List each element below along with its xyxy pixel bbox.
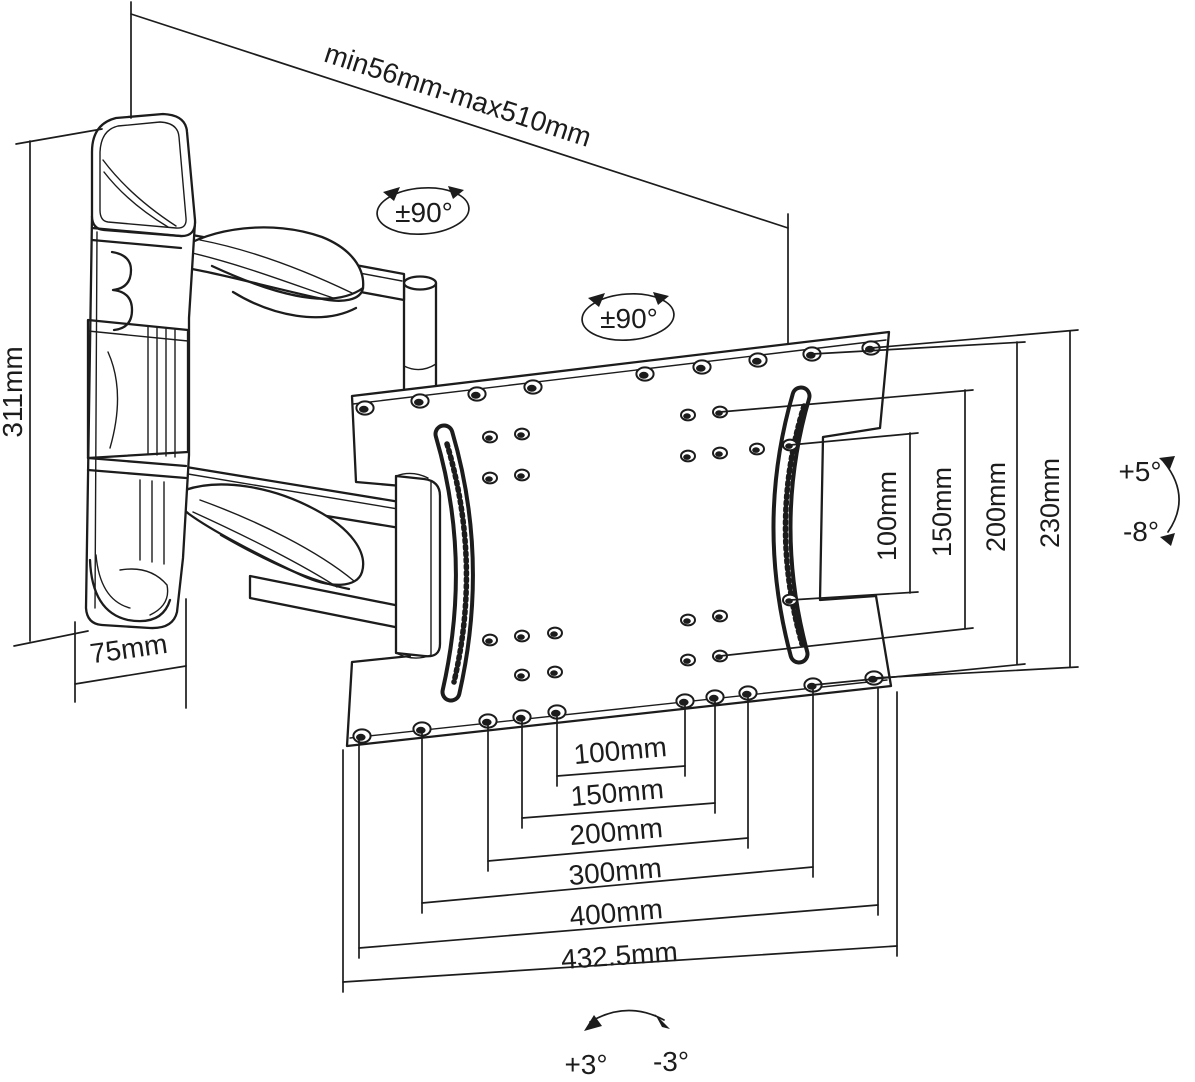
tilt-down-label: -8°	[1123, 516, 1159, 547]
dim-vesa-vertical: 100mm 150mm 200mm 230mm	[719, 329, 1079, 686]
plate-slot-right	[771, 385, 812, 665]
monitor-bracket-column	[394, 472, 442, 659]
dim-wall-height: 311mm	[0, 128, 103, 647]
rotation-annotation-plate: ±90°	[581, 292, 675, 342]
tilt-annotation: +5° -8°	[1118, 456, 1180, 547]
level-arrow-left-icon	[584, 1015, 602, 1031]
plate-slot-left	[433, 423, 475, 703]
dim-wall-width-label: 75mm	[88, 628, 169, 670]
wall-bracket	[84, 112, 197, 630]
level-arrow-right-icon	[655, 1014, 670, 1029]
lower-arm	[177, 464, 402, 630]
tilt-up-label: +5°	[1118, 456, 1161, 487]
dim-horizontal-150-label: 150mm	[569, 773, 665, 812]
tilt-arrow-up-icon	[1159, 456, 1175, 469]
dim-vertical-230-label: 230mm	[1035, 458, 1065, 548]
rotation-label-plate: ±90°	[600, 303, 658, 334]
dim-arm-extension: min56mm-max510mm	[130, 1, 789, 345]
upper-arm	[172, 226, 406, 319]
vesa-plate	[345, 330, 893, 748]
dim-horizontal-100-label: 100mm	[572, 731, 668, 770]
level-left-label: +3°	[564, 1049, 607, 1080]
rotation-label-arm: ±90°	[395, 197, 453, 228]
dim-vertical-100-label: 100mm	[872, 471, 902, 561]
dim-vertical-150-label: 150mm	[927, 467, 957, 557]
dim-horizontal-400-label: 400mm	[568, 893, 664, 932]
level-annotation: +3° -3°	[564, 1009, 689, 1080]
dim-horizontal-300-label: 300mm	[567, 852, 663, 891]
level-right-label: -3°	[653, 1046, 689, 1077]
swivel-arrow-right-icon	[653, 292, 669, 305]
dim-horizontal-200-label: 200mm	[568, 812, 664, 851]
dim-vertical-200-label: 200mm	[981, 462, 1011, 552]
pivot-cylinder	[402, 275, 438, 394]
rotation-annotation-arm: ±90°	[376, 186, 470, 236]
swivel-arrow-left-icon	[588, 293, 605, 307]
swivel-arrow-left-icon	[383, 187, 400, 201]
swivel-arrow-right-icon	[448, 186, 464, 199]
dim-arm-extension-label: min56mm-max510mm	[321, 37, 595, 153]
dim-wall-height-label: 311mm	[0, 346, 28, 437]
tilt-arrow-down-icon	[1160, 533, 1175, 546]
dim-horizontal-432-label: 432.5mm	[560, 936, 679, 975]
